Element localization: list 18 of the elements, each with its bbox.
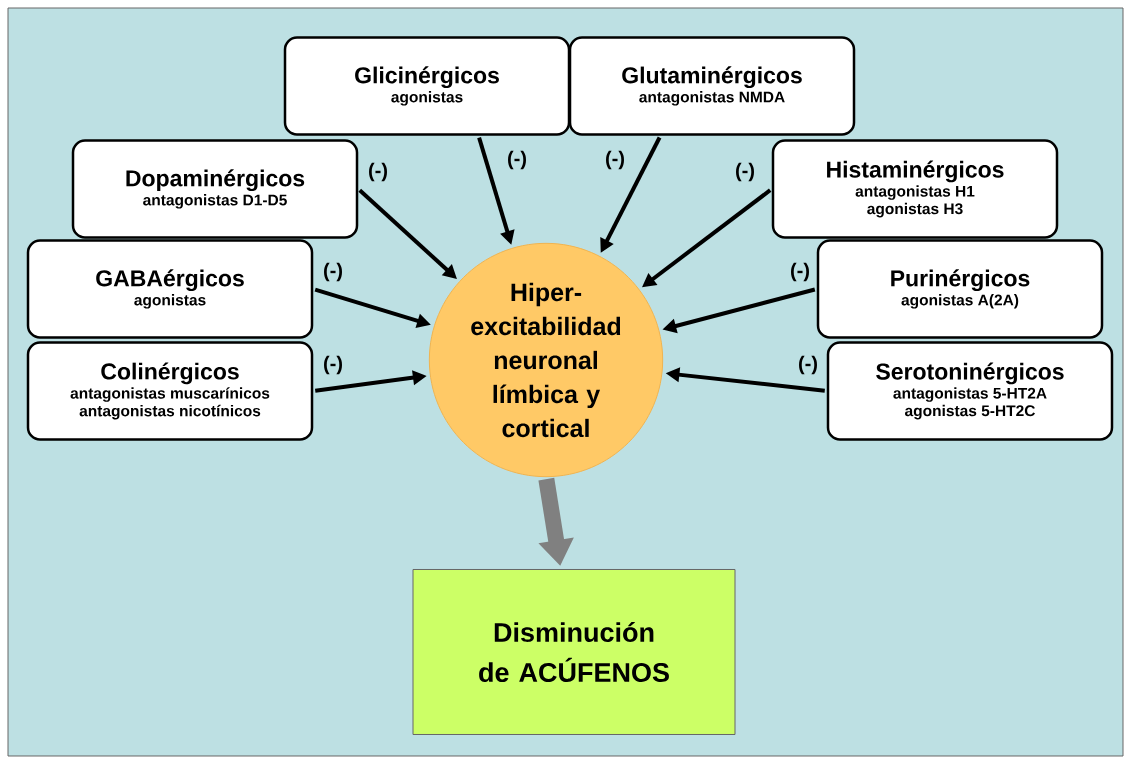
category-box: Histaminérgicos antagonistas H1 agonistas H3 <box>771 139 1059 239</box>
edge-label: (-) <box>367 161 389 183</box>
arrow <box>358 188 457 279</box>
edge-label: (-) <box>797 354 819 376</box>
category-box: GABAérgicos agonistas <box>26 239 314 339</box>
edge-label: (-) <box>789 261 811 283</box>
category-box: Dopaminérgicos antagonistas D1-D5 <box>71 139 359 239</box>
category-box: Purinérgicos agonistas A(2A) <box>816 239 1104 339</box>
edge-label: (-) <box>604 149 626 171</box>
edge-label: (-) <box>322 261 344 283</box>
edge-label: (-) <box>322 354 344 376</box>
category-box: Glicinérgicos agonistas <box>283 36 571 136</box>
category-box: Colinérgicos antagonistas muscarínicos antagonistas nicotínicos <box>26 341 314 441</box>
result-box: Disminución de ACÚFENOS <box>412 569 736 735</box>
edge-label: (-) <box>506 149 528 171</box>
category-box: Glutaminérgicos antagonistas NMDA <box>568 36 856 136</box>
category-box: Serotoninérgicos antagonistas 5-HT2A agonistas 5-HT2C <box>826 341 1114 441</box>
edge-label: (-) <box>734 161 756 183</box>
